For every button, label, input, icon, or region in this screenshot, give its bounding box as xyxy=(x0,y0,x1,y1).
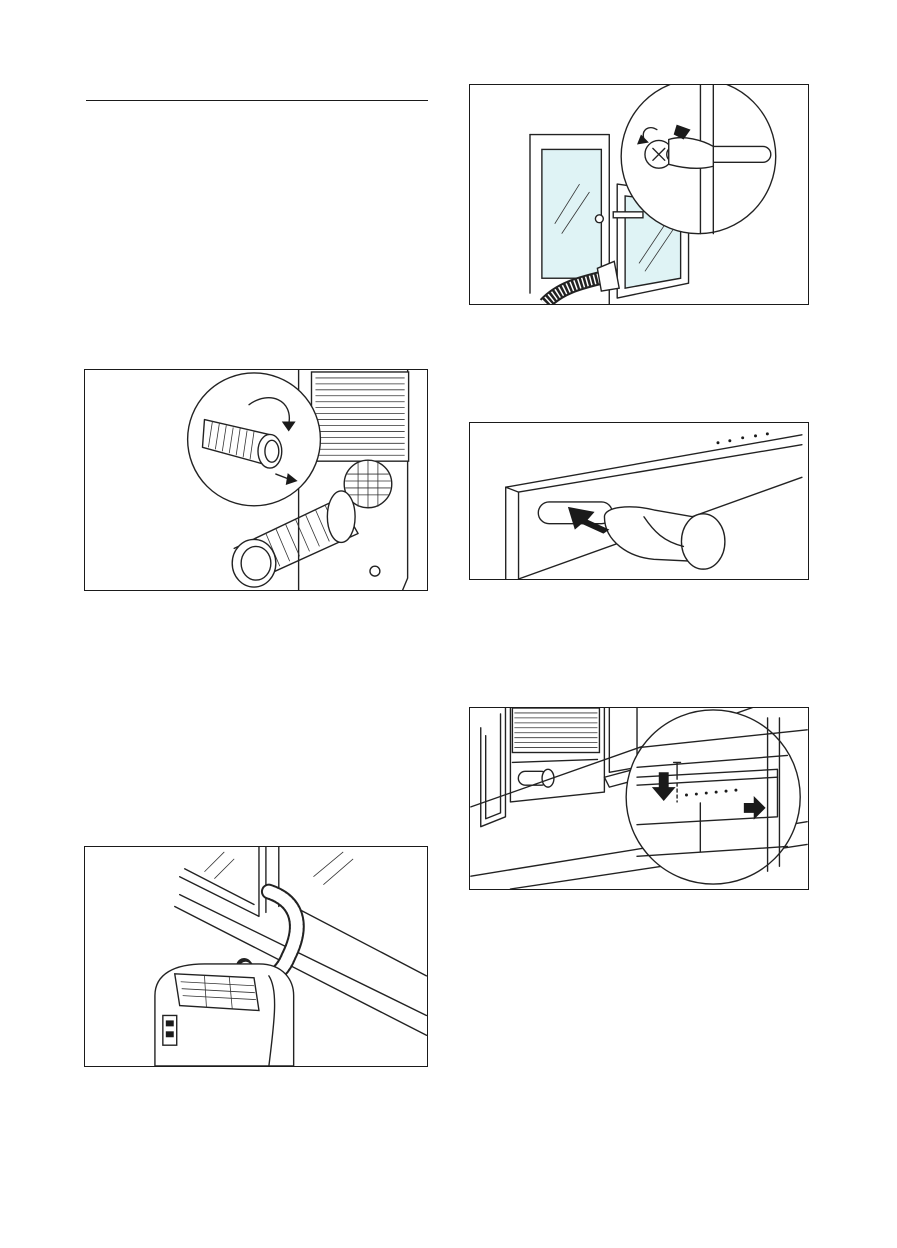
figure-window-kit-fixing xyxy=(469,707,809,890)
figure-window-handle xyxy=(469,84,809,305)
window-handle-illustration xyxy=(470,85,808,304)
unit-hose-window-illustration xyxy=(85,847,427,1066)
figure-hose-attach xyxy=(84,369,428,591)
window-kit-fixing-illustration xyxy=(470,708,808,889)
window-kit-insert-illustration xyxy=(470,423,808,579)
hose-attach-illustration xyxy=(85,370,427,590)
figure-window-kit-insert xyxy=(469,422,809,580)
section-divider xyxy=(86,100,428,101)
figure-unit-hose-window xyxy=(84,846,428,1067)
